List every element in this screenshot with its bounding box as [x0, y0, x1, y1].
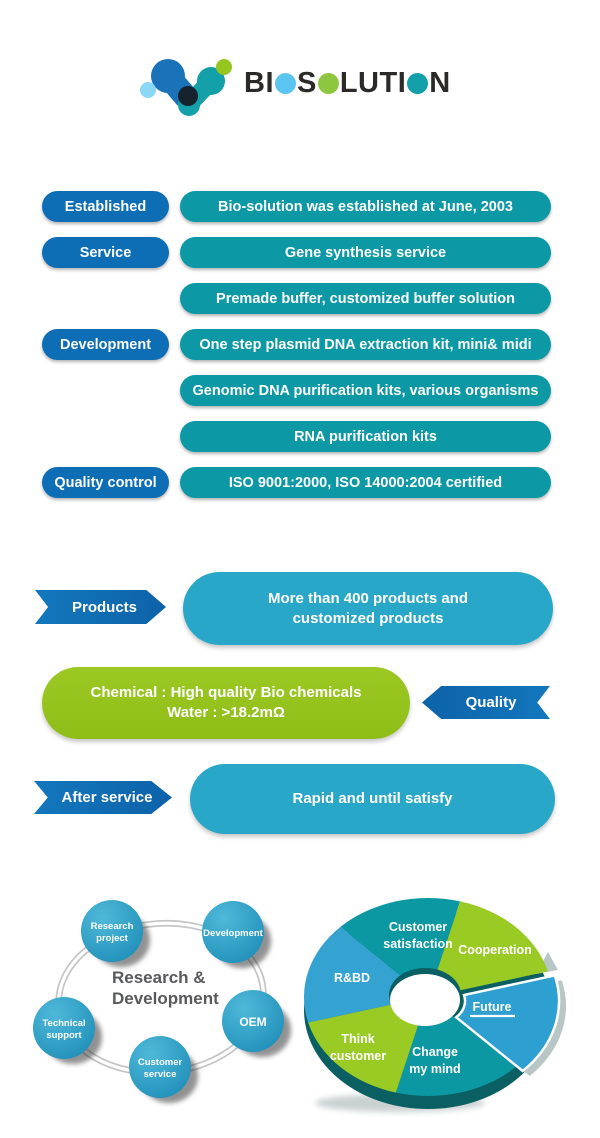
node-development: Development	[202, 901, 264, 963]
node-oem: OEM	[222, 990, 284, 1052]
logo-o-dot-blue	[275, 73, 296, 94]
quality-bubble: Chemical : High quality Bio chemicals Wa…	[42, 667, 410, 739]
info-row: Quality control ISO 9001:2000, ISO 14000…	[0, 467, 600, 498]
info-row: Premade buffer, customized buffer soluti…	[0, 283, 600, 314]
donut-slice-think-customer	[308, 1003, 421, 1093]
after-service-bubble: Rapid and until satisfy	[190, 764, 555, 834]
svg-text:Research: Research	[91, 921, 134, 932]
logo-letters-luti: LUTI	[339, 67, 407, 99]
label-customer-satisfaction-2: satisfaction	[383, 937, 452, 951]
logo-letters-bi: BI	[244, 67, 274, 99]
info-value: Genomic DNA purification kits, various o…	[180, 375, 551, 406]
info-row: Genomic DNA purification kits, various o…	[0, 375, 600, 406]
info-value: ISO 9001:2000, ISO 14000:2004 certified	[180, 467, 551, 498]
svg-text:project: project	[96, 933, 129, 944]
node-research-project: Research project	[81, 900, 143, 962]
quality-line-2: Water : >18.2mΩ	[167, 704, 285, 721]
rd-center-line-2: Development	[112, 989, 219, 1008]
products-tag-label: Products	[71, 598, 137, 616]
info-row: Development One step plasmid DNA extract…	[0, 329, 600, 360]
products-line-2: customized products	[292, 609, 444, 627]
quality-tag-label: Quality	[465, 694, 517, 711]
rd-network-diagram: Research & Development Research project …	[33, 900, 291, 1103]
rd-center-line-1: Research &	[112, 968, 206, 987]
label-change-my-mind-2: my mind	[409, 1062, 460, 1076]
label-rbd: R&BD	[334, 971, 370, 985]
quality-tag-arrow: Quality	[422, 686, 550, 719]
donut-slice-cooperation	[435, 901, 548, 991]
info-label-quality-control: Quality control	[42, 467, 169, 498]
after-service-tag-arrow: After service	[34, 781, 172, 814]
label-cooperation: Cooperation	[458, 943, 532, 957]
biosolution-logo: BI S LUTI N	[105, 46, 451, 121]
products-line-1: More than 400 products and	[267, 589, 469, 607]
logo-letter-s: S	[297, 67, 317, 99]
svg-text:service: service	[144, 1069, 177, 1080]
info-row: Service Gene synthesis service	[0, 237, 600, 268]
info-label-established: Established	[42, 191, 169, 222]
logo-letter-n: N	[429, 67, 451, 99]
svg-text:support: support	[46, 1030, 82, 1041]
label-customer-satisfaction: Customer	[389, 920, 447, 934]
label-future: Future	[473, 1000, 512, 1014]
info-value: Bio-solution was established at June, 20…	[180, 191, 551, 222]
info-value: RNA purification kits	[180, 421, 551, 452]
logo-wordmark: BI S LUTI N	[244, 67, 451, 100]
svg-text:Customer: Customer	[138, 1057, 183, 1068]
donut-slices	[303, 898, 561, 1096]
info-row: Established Bio-solution was established…	[0, 191, 600, 222]
logo-o-dot-green	[317, 73, 339, 94]
after-service-tag-label: After service	[61, 789, 153, 806]
svg-text:OEM: OEM	[239, 1015, 266, 1029]
logo-o-dot-teal	[407, 73, 429, 94]
node-technical-support: Technical support	[33, 997, 95, 1059]
values-donut-chart: Customer satisfaction Cooperation R&BD T…	[303, 898, 567, 1112]
info-value: Premade buffer, customized buffer soluti…	[180, 283, 551, 314]
info-value: Gene synthesis service	[180, 237, 551, 268]
info-value: One step plasmid DNA extraction kit, min…	[180, 329, 551, 360]
donut-slice-change-my-mind	[395, 1013, 516, 1096]
info-label-development: Development	[42, 329, 169, 360]
quality-line-1: Chemical : High quality Bio chemicals	[90, 684, 362, 701]
label-think-customer-2: customer	[330, 1049, 386, 1063]
donut-hole	[390, 974, 460, 1026]
label-change-my-mind: Change	[412, 1045, 458, 1059]
products-bubble: More than 400 products and customized pr…	[183, 572, 553, 645]
svg-text:Technical: Technical	[42, 1018, 85, 1029]
info-label-service: Service	[42, 237, 169, 268]
svg-text:Development: Development	[203, 928, 263, 939]
donut-slice-r-bd	[303, 927, 407, 1023]
products-tag-arrow: Products	[35, 590, 166, 624]
donut-slice-future	[454, 973, 561, 1073]
donut-slice-customer-satisfaction	[340, 898, 461, 981]
logo-mark-icon	[140, 59, 232, 116]
label-think-customer: Think	[341, 1032, 374, 1046]
info-row: RNA purification kits	[0, 421, 600, 452]
after-service-line-1: Rapid and until satisfy	[292, 790, 453, 807]
node-customer-service: Customer service	[129, 1036, 191, 1098]
